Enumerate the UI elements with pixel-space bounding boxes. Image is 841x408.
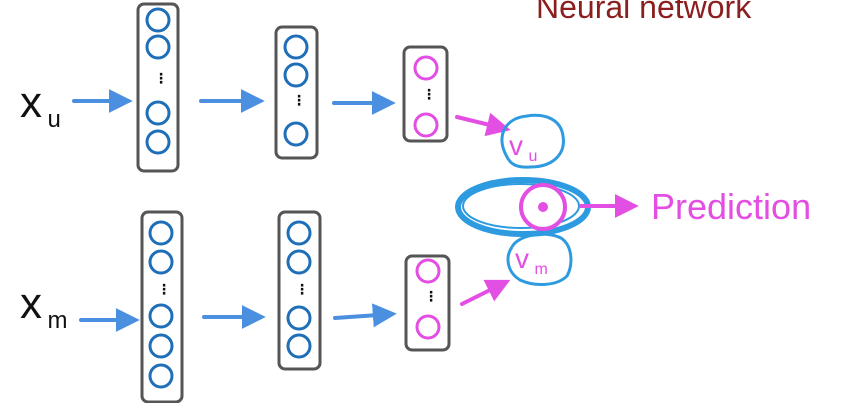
svg-text:v u: v u: [509, 130, 537, 165]
movie-layer-2: ⋮: [277, 210, 322, 371]
neuron: [415, 314, 441, 340]
arrow-movie-layer2-to-layer3: [333, 303, 397, 328]
movie-layer-3-ellipsis: ⋮: [424, 288, 438, 304]
neuron: [148, 220, 174, 246]
prediction-label: Prediction: [651, 186, 811, 227]
user-layer-2-box: [274, 25, 319, 160]
neuron: [145, 7, 171, 33]
neuron: [148, 303, 174, 329]
vector-user-bubble: v u: [500, 113, 565, 169]
neuron: [283, 121, 309, 147]
svg-text:x m: x m: [20, 279, 67, 334]
neuron: [415, 258, 441, 284]
neuron: [413, 112, 439, 138]
svg-text:x u: x u: [20, 78, 61, 133]
arrow-movie-output-to-vm: [460, 279, 511, 306]
movie-layer-1-ellipsis: ⋮: [157, 281, 171, 297]
user-layer-3-ellipsis: ⋮: [422, 86, 436, 102]
user-layer-1-ellipsis: ⋮: [154, 70, 168, 86]
user-layer-2: ⋮: [274, 25, 319, 160]
movie-layer-2-ellipsis: ⋮: [295, 281, 309, 297]
neuron: [413, 55, 439, 81]
neuron: [286, 220, 312, 246]
input-user-label: x u: [20, 78, 61, 133]
neuron: [145, 100, 171, 126]
movie-layer-1-box: [140, 210, 184, 404]
movie-layer-1: ⋮: [140, 210, 184, 404]
dot-product-center-dot: [538, 202, 548, 212]
user-layer-3: ⋮: [402, 45, 449, 143]
neuron: [286, 305, 312, 331]
neuron: [148, 249, 174, 275]
svg-text:v m: v m: [515, 243, 548, 278]
dot-product-highlight: [455, 177, 591, 237]
neuron: [283, 34, 309, 60]
neuron: [145, 34, 171, 60]
neuron: [283, 62, 309, 88]
arrow-user-output-to-vu: [455, 112, 511, 137]
diagram-title: Neural network: [536, 0, 752, 25]
neuron: [145, 129, 171, 155]
neuron: [286, 249, 312, 275]
user-layer-1-box: [136, 2, 180, 173]
user-layer-2-ellipsis: ⋮: [292, 92, 306, 108]
user-layer-1: ⋮: [136, 2, 180, 173]
movie-layer-2-box: [277, 210, 322, 371]
movie-layer-3: ⋮: [404, 254, 451, 352]
vector-user-outline: [500, 113, 565, 169]
input-movie-label: x m: [20, 279, 67, 334]
neuron: [286, 333, 312, 359]
neuron: [148, 363, 174, 389]
neuron: [148, 333, 174, 359]
vector-movie-bubble: v m: [506, 232, 573, 286]
